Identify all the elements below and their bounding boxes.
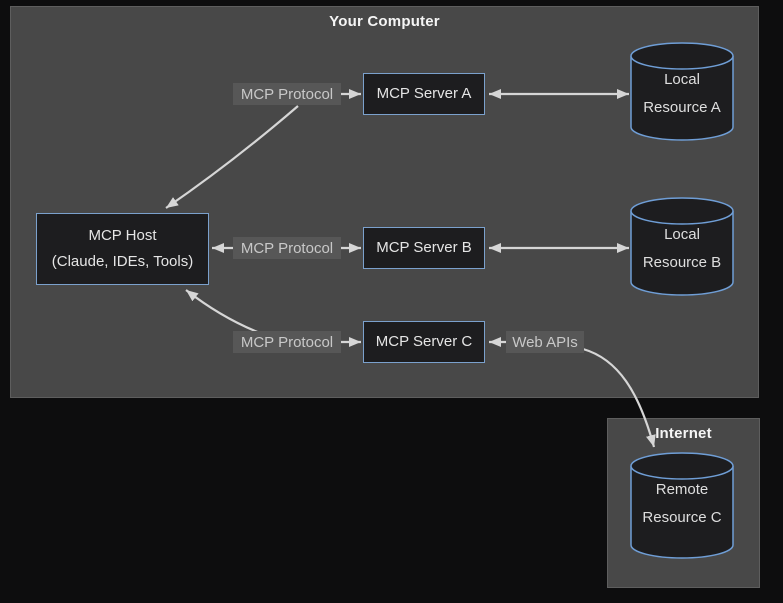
local-resource-b-caption: Local Resource B [631, 221, 733, 277]
local-resource-a-line2: Resource A [643, 99, 721, 116]
mcp-host-line1: MCP Host [88, 227, 157, 244]
remote-resource-c-caption: Remote Resource C [631, 476, 733, 532]
edge-label-web-apis: Web APIs [506, 331, 584, 353]
internet-title: Internet [655, 425, 712, 442]
mcp-server-c-label: MCP Server C [375, 333, 473, 350]
edge-label-mcp-protocol-c: MCP Protocol [233, 331, 341, 353]
mcp-server-c-node: MCP Server C [363, 321, 485, 363]
remote-resource-c-line1: Remote [655, 481, 709, 498]
local-resource-a-caption: Local Resource A [631, 66, 733, 122]
local-resource-b-line2: Resource B [642, 254, 722, 271]
mcp-server-b-node: MCP Server B [363, 227, 485, 269]
remote-resource-c-line2: Resource C [642, 509, 722, 526]
local-resource-a-line1: Local [664, 71, 700, 88]
mcp-server-a-label: MCP Server A [376, 85, 472, 102]
mcp-host-line2: (Claude, IDEs, Tools) [51, 253, 194, 270]
local-resource-b-line1: Local [664, 226, 700, 243]
mcp-server-a-node: MCP Server A [363, 73, 485, 115]
edge-label-mcp-protocol-a: MCP Protocol [233, 83, 341, 105]
your-computer-title: Your Computer [329, 13, 440, 30]
mcp-host-node: MCP Host (Claude, IDEs, Tools) [36, 213, 209, 285]
edge-label-mcp-protocol-b: MCP Protocol [233, 237, 341, 259]
mcp-server-b-label: MCP Server B [376, 239, 472, 256]
